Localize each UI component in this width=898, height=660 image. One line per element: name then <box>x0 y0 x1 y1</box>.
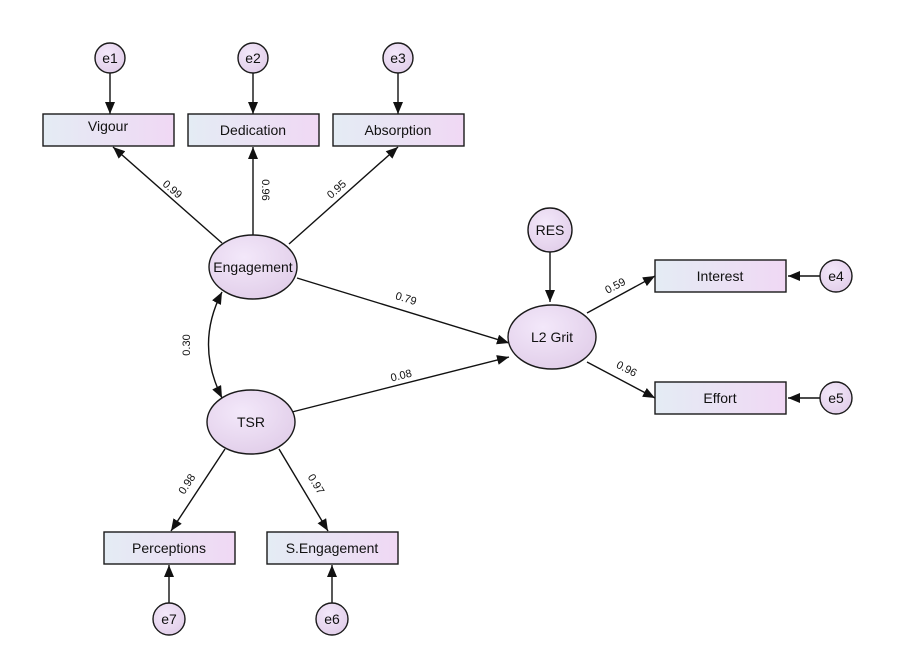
error-e1: e1 <box>94 42 126 74</box>
tsr-to-l2grit-path <box>291 355 510 413</box>
box-effort-label: Effort <box>703 390 736 406</box>
coef-tsr-perceptions: 0.98 <box>177 472 199 497</box>
residual-res: RES <box>527 207 573 253</box>
box-perceptions-label: Perceptions <box>132 540 206 556</box>
tsr-to-perceptions-path <box>170 448 226 532</box>
engagement-to-l2grit-path <box>296 277 510 345</box>
error-e4: e4 <box>819 259 853 293</box>
latent-l2grit-label: L2 Grit <box>531 329 573 345</box>
box-vigour: Vigour <box>42 113 175 147</box>
latent-tsr-label: TSR <box>237 414 265 430</box>
engagement-to-absorption-path <box>288 146 399 245</box>
box-absorption-label: Absorption <box>365 122 432 138</box>
error-e6: e6 <box>315 602 349 636</box>
residual-res-label: RES <box>536 222 565 238</box>
coef-engagement-l2grit: 0.79 <box>394 290 418 308</box>
box-interest: Interest <box>654 259 787 293</box>
box-s-engagement: S.Engagement <box>266 531 399 565</box>
coef-l2grit-effort: 0.96 <box>614 359 639 380</box>
latent-engagement: Engagement <box>208 234 298 300</box>
box-effort: Effort <box>654 381 787 415</box>
error-e2-label: e2 <box>245 50 261 66</box>
box-dedication: Dedication <box>187 113 320 147</box>
coef-engagement-dedication: 0.96 <box>259 179 271 200</box>
engagement-tsr-covariance <box>207 291 223 399</box>
box-interest-label: Interest <box>697 268 744 284</box>
engagement-to-vigour-path <box>112 146 223 244</box>
coef-l2grit-interest: 0.59 <box>603 276 628 297</box>
error-e7-label: e7 <box>161 611 177 627</box>
box-dedication-label: Dedication <box>220 122 286 138</box>
error-e2: e2 <box>237 42 269 74</box>
box-vigour-label: Vigour <box>88 118 129 134</box>
latent-tsr: TSR <box>206 389 296 455</box>
error-e7: e7 <box>152 602 186 636</box>
l2grit-to-interest-path <box>586 275 656 314</box>
error-e3-label: e3 <box>390 50 406 66</box>
coef-engagement-absorption: 0.95 <box>325 178 349 201</box>
box-perceptions: Perceptions <box>103 531 236 565</box>
coef-engagement-vigour: 0.99 <box>160 178 184 201</box>
error-e5: e5 <box>819 381 853 415</box>
box-s-engagement-label: S.Engagement <box>286 540 379 556</box>
coef-tsr-s-engagement: 0.97 <box>305 472 327 497</box>
error-e6-label: e6 <box>324 611 340 627</box>
tsr-to-s-engagement-path <box>278 448 329 532</box>
error-e4-label: e4 <box>828 268 844 284</box>
l2grit-to-effort-path <box>586 361 656 399</box>
coef-tsr-l2grit: 0.08 <box>389 368 413 385</box>
error-e3: e3 <box>382 42 414 74</box>
latent-engagement-label: Engagement <box>213 259 293 275</box>
error-e5-label: e5 <box>828 390 844 406</box>
box-absorption: Absorption <box>332 113 465 147</box>
coef-engagement-tsr: 0.30 <box>181 334 193 355</box>
latent-l2grit: L2 Grit <box>507 304 597 370</box>
error-e1-label: e1 <box>102 50 118 66</box>
